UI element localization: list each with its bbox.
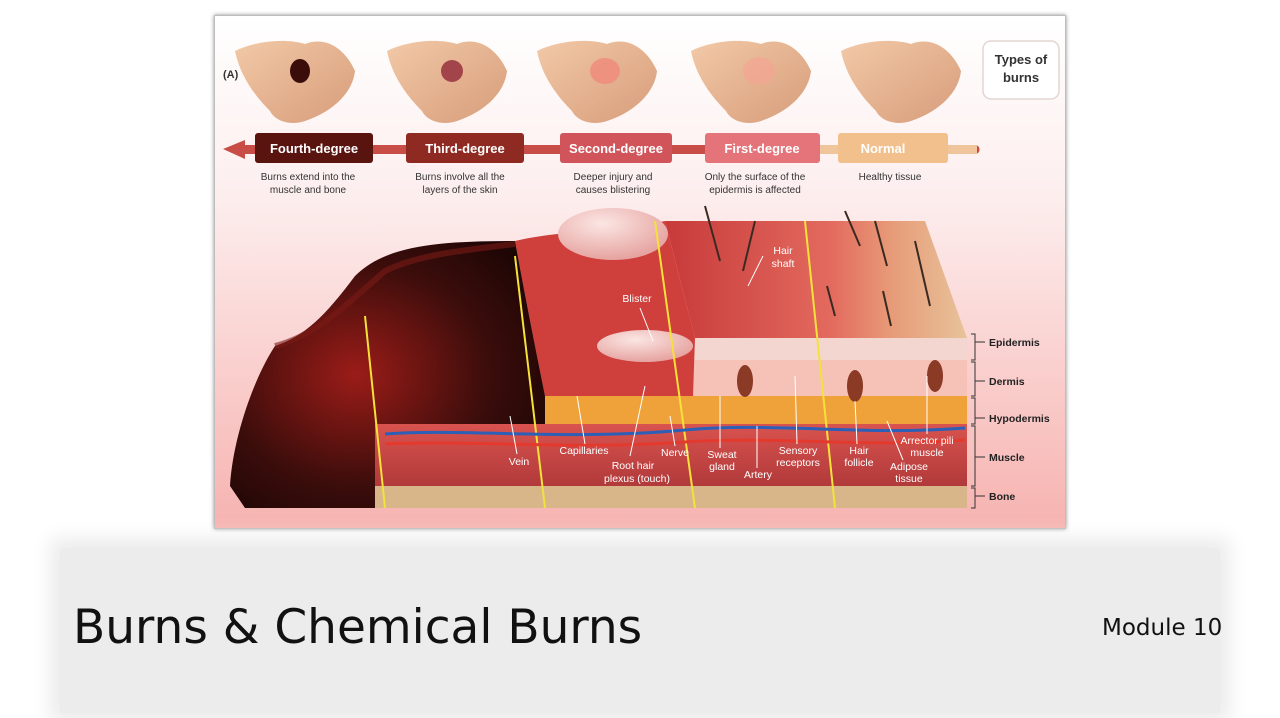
layer-dermis: Dermis <box>989 376 1025 388</box>
svg-text:Nerve: Nerve <box>661 447 689 459</box>
svg-text:Artery: Artery <box>744 469 773 481</box>
svg-text:shaft: shaft <box>772 258 795 270</box>
hand-second-degree <box>537 40 657 123</box>
stage-first-degree: First-degree Only the surface of the epi… <box>705 133 820 196</box>
stage-second-degree: Second-degree Deeper injury and causes b… <box>560 133 672 196</box>
svg-text:Fourth-degree: Fourth-degree <box>270 141 358 156</box>
structure-labels: Hair shaft Blister Vein Capillaries Root… <box>509 245 954 485</box>
svg-text:Blister: Blister <box>622 293 652 305</box>
svg-text:Sensory: Sensory <box>779 445 818 457</box>
svg-text:Second-degree: Second-degree <box>569 141 663 156</box>
svg-text:follicle: follicle <box>844 457 873 469</box>
svg-text:Only the surface of the: Only the surface of the <box>705 172 806 183</box>
svg-text:muscle and bone: muscle and bone <box>270 185 347 196</box>
panel-label: (A) <box>223 69 239 81</box>
burn-types-diagram: (A) Types of burns Fourth-degree Burns e… <box>214 15 1066 529</box>
svg-text:Capillaries: Capillaries <box>559 445 608 457</box>
hand-first-degree <box>691 40 811 123</box>
svg-text:Arrector pili: Arrector pili <box>900 435 953 447</box>
svg-text:Types of: Types of <box>995 52 1048 67</box>
svg-text:Hair: Hair <box>849 445 869 457</box>
svg-text:plexus (touch): plexus (touch) <box>604 473 670 485</box>
svg-text:Burns involve all the: Burns involve all the <box>415 172 505 183</box>
hand-fourth-degree <box>235 40 355 123</box>
stage-fourth-degree: Fourth-degree Burns extend into the musc… <box>255 133 373 196</box>
types-of-burns-box: Types of burns <box>982 40 1060 100</box>
hand-third-degree <box>387 40 507 123</box>
svg-text:causes blistering: causes blistering <box>576 185 650 196</box>
module-label: Module 10 <box>1102 615 1223 641</box>
svg-text:muscle: muscle <box>910 447 943 459</box>
layer-epidermis: Epidermis <box>989 337 1040 349</box>
hand-normal <box>841 40 961 123</box>
svg-text:Adipose: Adipose <box>890 461 928 473</box>
svg-text:Burns extend into the: Burns extend into the <box>261 172 356 183</box>
svg-text:burns: burns <box>1003 70 1039 85</box>
layer-labels: Epidermis Dermis Hypodermis Muscle Bone <box>989 337 1050 503</box>
stage-third-degree: Third-degree Burns involve all the layer… <box>406 133 524 196</box>
skin-cross-section <box>230 205 967 509</box>
layer-muscle: Muscle <box>989 452 1025 464</box>
layer-bone: Bone <box>989 491 1015 503</box>
svg-text:layers of the skin: layers of the skin <box>422 185 497 196</box>
svg-text:receptors: receptors <box>776 457 820 469</box>
svg-text:Healthy tissue: Healthy tissue <box>859 172 922 183</box>
title-banner <box>60 548 1220 713</box>
svg-text:tissue: tissue <box>895 473 923 485</box>
layer-hypodermis: Hypodermis <box>989 413 1050 425</box>
slide-title: Burns & Chemical Burns <box>73 600 643 655</box>
svg-text:Sweat: Sweat <box>707 449 736 461</box>
svg-text:gland: gland <box>709 461 735 473</box>
svg-text:Hair: Hair <box>773 245 793 257</box>
stage-normal: Normal Healthy tissue <box>838 133 948 183</box>
layer-brackets <box>971 333 985 509</box>
svg-text:Deeper injury and: Deeper injury and <box>574 172 653 183</box>
svg-text:First-degree: First-degree <box>724 141 799 156</box>
svg-text:Root hair: Root hair <box>612 460 655 472</box>
svg-text:Normal: Normal <box>861 141 906 156</box>
svg-text:epidermis is affected: epidermis is affected <box>709 185 801 196</box>
svg-text:Vein: Vein <box>509 456 530 468</box>
svg-text:Third-degree: Third-degree <box>425 141 504 156</box>
